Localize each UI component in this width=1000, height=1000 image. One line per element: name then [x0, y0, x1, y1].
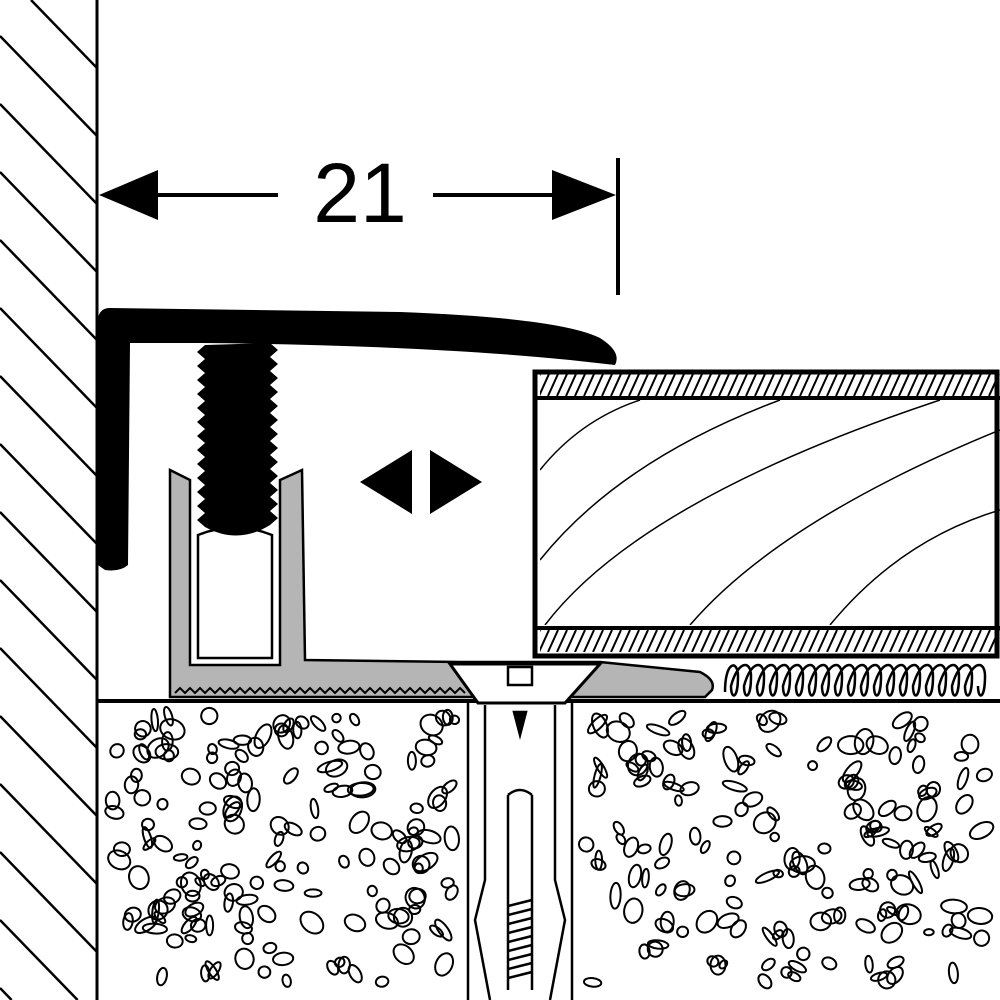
underlay-layer — [723, 664, 987, 697]
dimension-21: 21 — [99, 146, 620, 295]
cover-profile — [98, 308, 617, 571]
arrowhead-left-icon — [99, 170, 158, 220]
profile-grip-serration — [174, 686, 466, 695]
base-profile — [168, 467, 714, 699]
threaded-stem — [197, 343, 278, 536]
adjust-left-arrow-icon — [360, 450, 412, 514]
wood-grain — [540, 400, 1000, 625]
arrowhead-right-icon — [552, 170, 616, 220]
profile-channel — [196, 526, 274, 660]
floor-board — [532, 369, 1000, 659]
adjust-right-arrow-icon — [430, 450, 482, 514]
dimension-label: 21 — [313, 146, 406, 240]
screw-tip-icon — [512, 710, 528, 740]
concrete-aggregate — [104, 705, 995, 990]
countersunk-screw — [447, 662, 604, 705]
wall-plug-anchor — [466, 703, 574, 1000]
wall-hatch — [0, 0, 97, 1000]
